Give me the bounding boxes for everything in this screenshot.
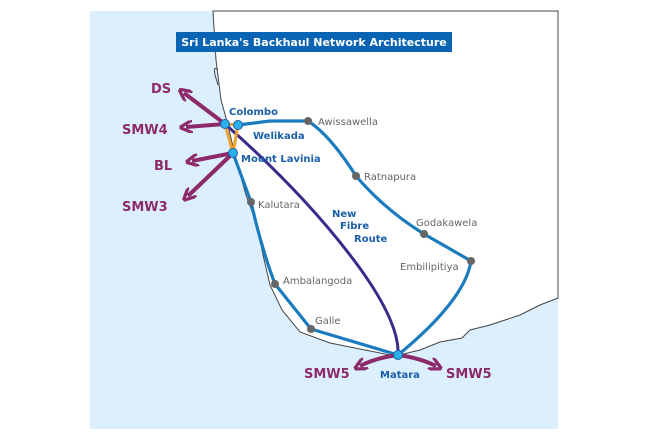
- title-banner: [176, 32, 452, 52]
- smw5-east-label: SMW5: [446, 367, 492, 382]
- welikada-label: Welikada: [253, 131, 305, 142]
- matara-label: Matara: [380, 370, 420, 381]
- new-fibre-route-label-3: Route: [354, 234, 387, 245]
- awissawella-node: [304, 117, 312, 125]
- new-fibre-route-line: [224, 122, 400, 356]
- galle-node: [307, 325, 315, 333]
- godakawela-node: [420, 230, 428, 238]
- smw3-label: SMW3: [122, 200, 168, 215]
- bl-label: BL: [154, 159, 172, 174]
- ds-label: DS: [151, 82, 171, 97]
- eastern-route: [237, 119, 473, 357]
- godakawela-label: Godakawela: [416, 218, 477, 229]
- matara-node: [393, 350, 403, 360]
- smw4-label: SMW4: [122, 123, 168, 138]
- ambalangoda-label: Ambalangoda: [283, 276, 352, 287]
- ambalangoda-node: [271, 280, 279, 288]
- awissawella-label: Awissawella: [318, 117, 378, 128]
- ratnapura-label: Ratnapura: [364, 172, 416, 183]
- bl-arrow: [192, 151, 234, 161]
- kalutara-node: [247, 198, 255, 206]
- galle-label: Galle: [315, 316, 341, 327]
- smw3-arrow: [188, 151, 235, 196]
- embilipitiya-label: Embilipitiya: [400, 262, 459, 273]
- map-title: Sri Lanka's Backhaul Network Architectur…: [181, 36, 447, 49]
- ratnapura-node: [352, 172, 360, 180]
- new-fibre-route-label-1: New: [332, 209, 356, 220]
- ds-arrow: [184, 93, 227, 126]
- harbour-outline: [213, 67, 219, 86]
- welikada-node: [233, 120, 243, 130]
- mount-lavinia-label: Mount Lavinia: [241, 154, 321, 165]
- smw5-west-label: SMW5: [304, 367, 350, 382]
- smw4-arrow: [186, 124, 226, 127]
- embilipitiya-node: [467, 257, 475, 265]
- colombo-node: [220, 119, 230, 129]
- new-fibre-route-label-2: Fibre: [340, 221, 369, 232]
- colombo-label: Colombo: [229, 107, 278, 118]
- kalutara-label: Kalutara: [258, 200, 300, 211]
- colombo-ring: [222, 122, 240, 154]
- mount-lavinia-node: [228, 148, 238, 158]
